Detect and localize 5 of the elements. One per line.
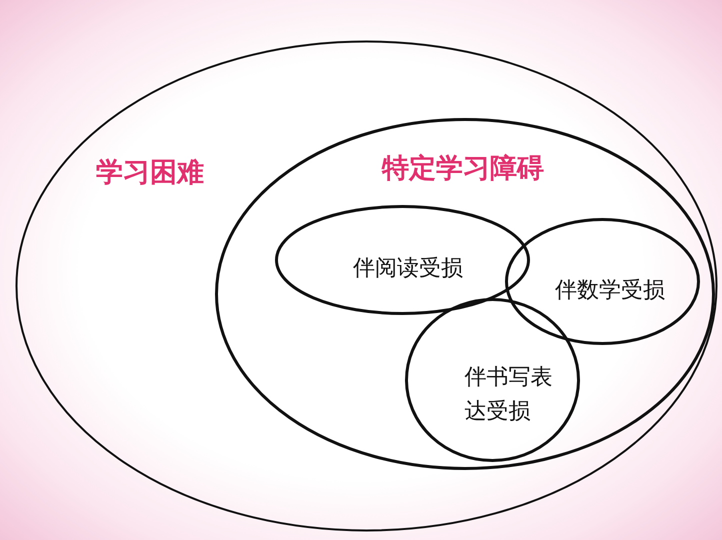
set-label: 学习困难 [96,156,204,190]
set-label: 伴书写表达受损 [464,364,554,426]
set-label: 伴数学受损 [555,277,665,305]
set-label: 特定学习障碍 [382,152,544,186]
set-label: 伴阅读受损 [353,255,463,283]
